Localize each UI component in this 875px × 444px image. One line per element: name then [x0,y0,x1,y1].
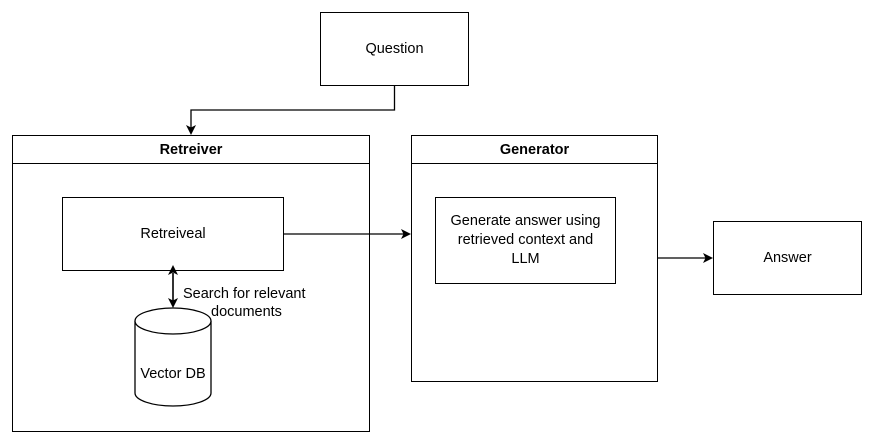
edge-question-to-retriever [186,86,396,135]
search-edge-label-line1: Search for relevant [183,286,306,302]
search-edge-label-line2: documents [211,304,282,320]
generator-header: Generator [412,136,657,164]
vector-db-label: Vector DB [140,366,206,382]
retriever-header: Retreiver [13,136,369,164]
question-label: Question [365,40,424,57]
retriever-title: Retreiver [159,141,223,158]
question-node: Question [320,12,469,86]
answer-node: Answer [713,221,862,295]
generator-title: Generator [499,141,570,158]
generate-node: Generate answer using retrieved context … [435,197,616,284]
retrieval-label: Retreiveal [140,225,206,242]
retrieval-node: Retreiveal [62,197,284,271]
answer-label: Answer [763,249,812,266]
generate-label: Generate answer using retrieved context … [450,213,601,267]
retriever-container: Retreiver [12,135,370,432]
